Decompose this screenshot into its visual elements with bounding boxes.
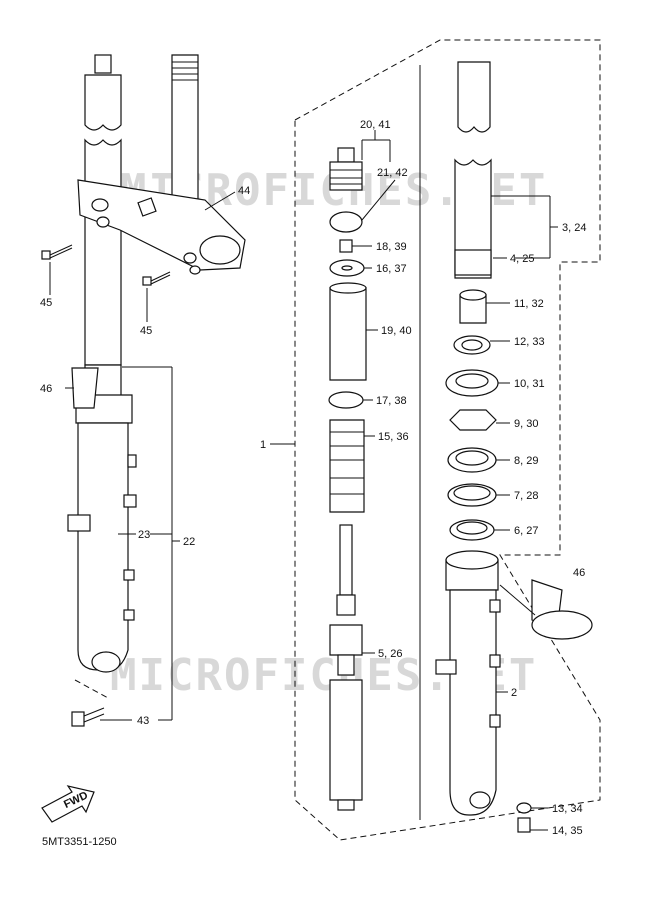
bolt-45-left (41, 244, 73, 260)
label-18-39: 18, 39 (376, 241, 407, 253)
fork-cap-bolt (94, 54, 112, 74)
label-44: 44 (238, 185, 250, 197)
label-46-left: 46 (40, 383, 52, 395)
label-16-37: 16, 37 (376, 263, 407, 275)
outer-fork-tube-left (77, 422, 129, 671)
label-12-33: 12, 33 (514, 336, 545, 348)
outer-fork-tube-right (449, 589, 497, 816)
label-46-right: 46 (573, 567, 585, 579)
label-15-36: 15, 36 (378, 431, 409, 443)
steering-tube (171, 54, 199, 216)
assembly-outline (294, 39, 601, 841)
inner-fork-tube-left (84, 138, 122, 366)
damper-rod-5 (329, 524, 363, 811)
label-11-32: 11, 32 (514, 298, 544, 310)
label-8-29: 8, 29 (514, 455, 538, 467)
bolt-45-right (142, 271, 171, 286)
nut-18 (339, 239, 353, 253)
label-5-26: 5, 26 (378, 648, 402, 660)
label-6-27: 6, 27 (514, 525, 538, 537)
fork-cap-20 (329, 147, 363, 191)
clip-9 (449, 409, 497, 431)
label-19-40: 19, 40 (381, 325, 412, 337)
label-20-41: 20, 41 (360, 119, 391, 131)
fwd-arrow (41, 785, 95, 823)
fork-spring-15 (329, 419, 365, 513)
label-14-35: 14, 35 (552, 825, 583, 837)
label-10-31: 10, 31 (514, 378, 545, 390)
label-2: 2 (511, 687, 517, 699)
inner-tube-right (454, 158, 492, 279)
washer-13 (516, 802, 532, 814)
inner-tube-right-top (457, 61, 491, 133)
label-17-38: 17, 38 (376, 395, 407, 407)
label-45-right: 45 (140, 325, 152, 337)
label-13-34: 13, 34 (552, 803, 583, 815)
upper-tube-top (84, 74, 122, 131)
label-3-24: 3, 24 (562, 222, 586, 234)
bolt-14 (517, 817, 531, 833)
label-1: 1 (260, 439, 266, 451)
label-22: 22 (183, 536, 195, 548)
label-23: 23 (138, 529, 150, 541)
o-ring-21 (329, 211, 363, 233)
label-4-25: 4, 25 (510, 253, 534, 265)
washer-17 (328, 391, 364, 409)
label-45-left: 45 (40, 297, 52, 309)
slide-bushing-4 (454, 249, 492, 276)
bolt-43 (71, 707, 105, 727)
right-fork-assembly (270, 39, 601, 841)
label-21-42: 21, 42 (377, 167, 408, 179)
left-fork-assembly (41, 54, 246, 823)
diagram-code: 5MT3351-1250 (42, 836, 117, 848)
spacer-19 (329, 287, 367, 381)
fork-guard-left (71, 367, 99, 409)
label-43: 43 (137, 715, 149, 727)
label-9-30: 9, 30 (514, 418, 538, 430)
label-7-28: 7, 28 (514, 490, 538, 502)
